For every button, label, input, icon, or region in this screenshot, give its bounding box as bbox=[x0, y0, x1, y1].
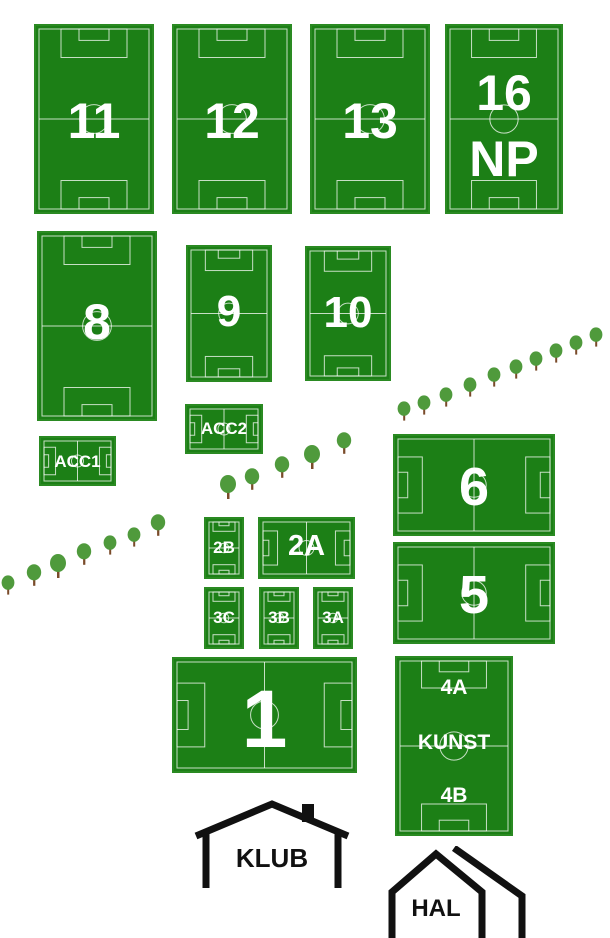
pitch-markings bbox=[309, 250, 387, 377]
tree-icon bbox=[487, 367, 501, 387]
field-10[interactable]: 10 bbox=[305, 246, 391, 381]
field-acc2[interactable]: ACC2 bbox=[185, 404, 263, 454]
field-13-label: 13 bbox=[342, 93, 398, 149]
field-12[interactable]: 12 bbox=[172, 24, 292, 214]
tree-icon bbox=[220, 475, 236, 499]
field-8[interactable]: 8 bbox=[37, 231, 157, 421]
field-8-label: 8 bbox=[83, 294, 111, 350]
tree-icon bbox=[26, 564, 42, 586]
pitch-markings bbox=[317, 591, 349, 645]
field-2b[interactable]: 2B bbox=[204, 517, 244, 579]
klub-chimney-icon bbox=[302, 804, 314, 822]
field-6[interactable]: 6 bbox=[393, 434, 555, 536]
field-2a[interactable]: 2A bbox=[258, 517, 355, 579]
field-13[interactable]: 13 bbox=[310, 24, 430, 214]
pitch-markings bbox=[449, 28, 559, 210]
pitch-markings bbox=[176, 661, 353, 769]
pitch-markings bbox=[208, 591, 240, 645]
tree-icon bbox=[127, 527, 141, 547]
field-3a[interactable]: 3A bbox=[313, 587, 353, 649]
pitch-markings bbox=[189, 408, 259, 450]
field-3a-label: 3A bbox=[322, 608, 344, 627]
tree-icon bbox=[397, 401, 411, 421]
field-12-label: 12 bbox=[204, 93, 260, 149]
tree-icon bbox=[103, 535, 117, 555]
field-9-label: 9 bbox=[216, 287, 242, 336]
field-2b-label: 2B bbox=[213, 538, 235, 557]
field-4b-label: 4B bbox=[440, 784, 468, 807]
hal-front-outline-icon bbox=[388, 849, 486, 938]
pitch-markings bbox=[208, 521, 240, 575]
field-acc1[interactable]: ACC1 bbox=[39, 436, 116, 486]
klub-outline-icon bbox=[194, 800, 350, 888]
field-acc2-label: ACC2 bbox=[200, 419, 248, 438]
tree-icon bbox=[244, 468, 260, 490]
field-5-label: 5 bbox=[458, 565, 490, 625]
field-kunst-label: KUNST bbox=[417, 731, 491, 754]
tree-icon bbox=[529, 351, 543, 371]
pitch-markings bbox=[314, 28, 426, 210]
field-5[interactable]: 5 bbox=[393, 542, 555, 644]
pitch-markings bbox=[43, 440, 112, 482]
pitch-markings bbox=[176, 28, 288, 210]
tree-icon bbox=[1, 575, 15, 595]
tree-icon bbox=[274, 456, 290, 478]
field-9[interactable]: 9 bbox=[186, 245, 272, 382]
hal-building: HAL bbox=[388, 846, 526, 938]
field-4a-label: 4A bbox=[440, 676, 468, 699]
field-3b-label: 3B bbox=[268, 608, 290, 627]
pitch-markings bbox=[262, 521, 351, 575]
field-acc1-label: ACC1 bbox=[54, 452, 101, 471]
tree-icon bbox=[589, 327, 603, 347]
pitch-markings bbox=[399, 660, 509, 832]
pitch-markings bbox=[263, 591, 295, 645]
field-10-label: 10 bbox=[323, 288, 373, 337]
tree-icon bbox=[463, 377, 477, 397]
pitch-markings bbox=[38, 28, 150, 210]
field-2a-label: 2A bbox=[287, 530, 326, 562]
tree-icon bbox=[304, 445, 320, 469]
tree-icon bbox=[336, 432, 352, 454]
field-16-label: 16 bbox=[476, 65, 532, 121]
tree-icon bbox=[439, 387, 453, 407]
tree-icon bbox=[417, 395, 431, 415]
pitch-markings bbox=[397, 438, 551, 532]
tree-icon bbox=[549, 343, 563, 363]
tree-icon bbox=[150, 514, 166, 536]
field-11-label: 11 bbox=[67, 93, 121, 149]
klub-label: KLUB bbox=[236, 843, 308, 873]
klub-building: KLUB bbox=[194, 800, 350, 888]
tree-icon bbox=[509, 359, 523, 379]
tree-icon bbox=[50, 554, 66, 578]
field-3c[interactable]: 3C bbox=[204, 587, 244, 649]
tree-icon bbox=[76, 543, 92, 565]
pitch-markings bbox=[190, 249, 268, 378]
field-1[interactable]: 1 bbox=[172, 657, 357, 773]
field-3c-label: 3C bbox=[213, 608, 235, 627]
field-np-label: NP bbox=[469, 131, 539, 187]
hal-label: HAL bbox=[411, 895, 460, 922]
field-1-label: 1 bbox=[241, 674, 288, 765]
pitch-markings bbox=[41, 235, 153, 417]
field-11[interactable]: 11 bbox=[34, 24, 154, 214]
field-3b[interactable]: 3B bbox=[259, 587, 299, 649]
field-6-label: 6 bbox=[458, 457, 490, 517]
hal-back-outline-icon bbox=[451, 846, 526, 938]
tree-icon bbox=[569, 335, 583, 355]
pitch-markings bbox=[397, 546, 551, 640]
field-16-np[interactable]: 16 NP bbox=[445, 24, 563, 214]
field-4-kunst[interactable]: 4A KUNST 4B bbox=[395, 656, 513, 836]
